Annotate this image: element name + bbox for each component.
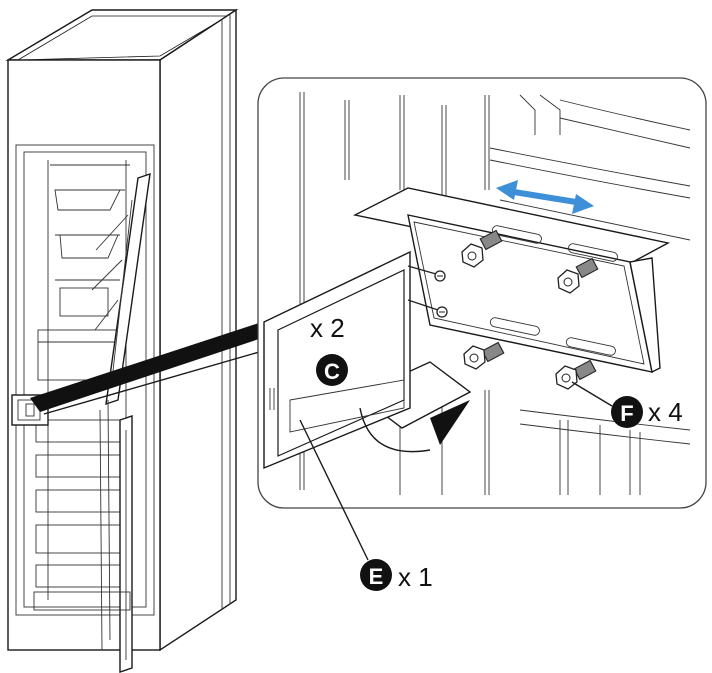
screws-c	[407, 265, 448, 318]
callout-f-badge	[611, 396, 643, 428]
callout-c-letter: C	[324, 359, 340, 384]
callout-f-letter: F	[620, 401, 633, 426]
double-headed-arrow-icon	[496, 180, 594, 214]
screw-icon	[555, 359, 597, 390]
callout-c-badge	[316, 354, 348, 386]
screw-icon	[463, 341, 505, 370]
screw-icon	[407, 265, 446, 282]
screw-icon	[461, 229, 503, 268]
detail-panel	[257, 77, 707, 509]
screw-icon	[557, 257, 599, 294]
fridge-door-upper	[91, 172, 151, 406]
callout-f: F x 4	[611, 396, 683, 428]
leader-line-f	[571, 381, 613, 407]
callout-e-qty: x 1	[398, 562, 433, 592]
callout-e-badge	[360, 559, 392, 591]
callout-e-letter: E	[369, 564, 384, 589]
bolts-f	[461, 229, 599, 390]
callout-e: E x 1	[360, 559, 433, 592]
callout-f-qty: x 4	[648, 397, 683, 427]
screw-icon	[407, 299, 448, 318]
zoom-connector	[30, 322, 267, 415]
fridge-cabinet	[5, 8, 239, 673]
callout-c: x 2 C	[310, 313, 348, 386]
callout-c-qty: x 2	[310, 313, 345, 343]
rotation-arrow	[359, 400, 470, 453]
leader-line-e	[299, 419, 369, 561]
cabinet-rails	[489, 94, 691, 495]
